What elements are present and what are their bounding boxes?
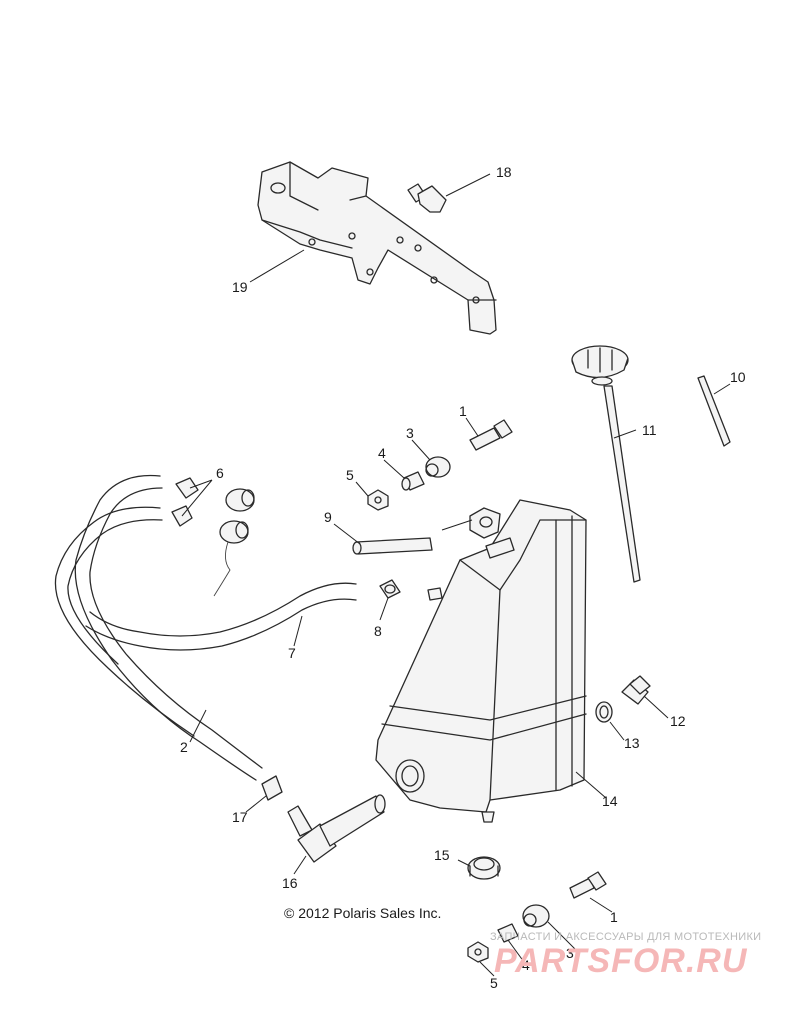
flange-bolt-top	[407, 183, 447, 213]
short-hose	[352, 537, 433, 555]
callout-11: 11	[642, 422, 657, 438]
callout-9: 9	[324, 509, 332, 525]
spacer-lower	[497, 923, 519, 943]
callout-5-lower: 5	[490, 975, 498, 991]
grommet-lower	[522, 904, 550, 928]
oil-cap-dipstick	[571, 345, 641, 583]
callout-5-upper: 5	[346, 467, 354, 483]
copyright-text: © 2012 Polaris Sales Inc.	[284, 905, 441, 921]
nut-upper	[367, 489, 389, 511]
callout-3-lower: 3	[566, 945, 574, 961]
hose-clamp-8	[379, 579, 401, 599]
hose-sleeve	[261, 775, 283, 801]
castle-nut	[467, 856, 501, 880]
bolt-lower	[569, 871, 607, 899]
callout-6: 6	[216, 465, 224, 481]
callout-14: 14	[602, 793, 618, 809]
hose-clamps-and-plugs	[171, 477, 255, 597]
watermark-tagline: ЗАПЧАСТИ И АКСЕССУАРЫ ДЛЯ МОТОТЕХНИКИ	[490, 931, 761, 943]
hose-7	[85, 582, 357, 651]
callout-15: 15	[434, 847, 450, 863]
callout-16: 16	[282, 875, 298, 891]
drain-fitting	[621, 675, 651, 705]
oil-reservoir-tank	[375, 499, 587, 823]
sealing-washer	[595, 701, 613, 723]
callout-13: 13	[624, 735, 640, 751]
bolt-upper	[469, 419, 513, 451]
callout-4-upper: 4	[378, 445, 386, 461]
watermark-logo: PARTSFOR.RU	[494, 942, 748, 980]
callout-12: 12	[670, 713, 686, 729]
elbow-fitting	[287, 794, 386, 863]
callout-4-lower: 4	[522, 957, 530, 973]
callout-17: 17	[232, 809, 248, 825]
callout-3-upper: 3	[406, 425, 414, 441]
callout-1-upper: 1	[459, 403, 467, 419]
callout-8: 8	[374, 623, 382, 639]
small-rod	[697, 375, 731, 447]
hose-assembly-2	[54, 474, 263, 781]
callout-18: 18	[496, 164, 512, 180]
grommet-upper	[425, 456, 451, 478]
leader-lines	[181, 173, 731, 977]
spacer-upper	[401, 471, 425, 491]
callout-7: 7	[288, 645, 296, 661]
callout-19: 19	[232, 279, 248, 295]
nut-lower	[467, 941, 489, 963]
mounting-bracket	[257, 161, 497, 335]
callout-1-lower: 1	[610, 909, 618, 925]
callout-2: 2	[180, 739, 188, 755]
callout-10: 10	[730, 369, 746, 385]
